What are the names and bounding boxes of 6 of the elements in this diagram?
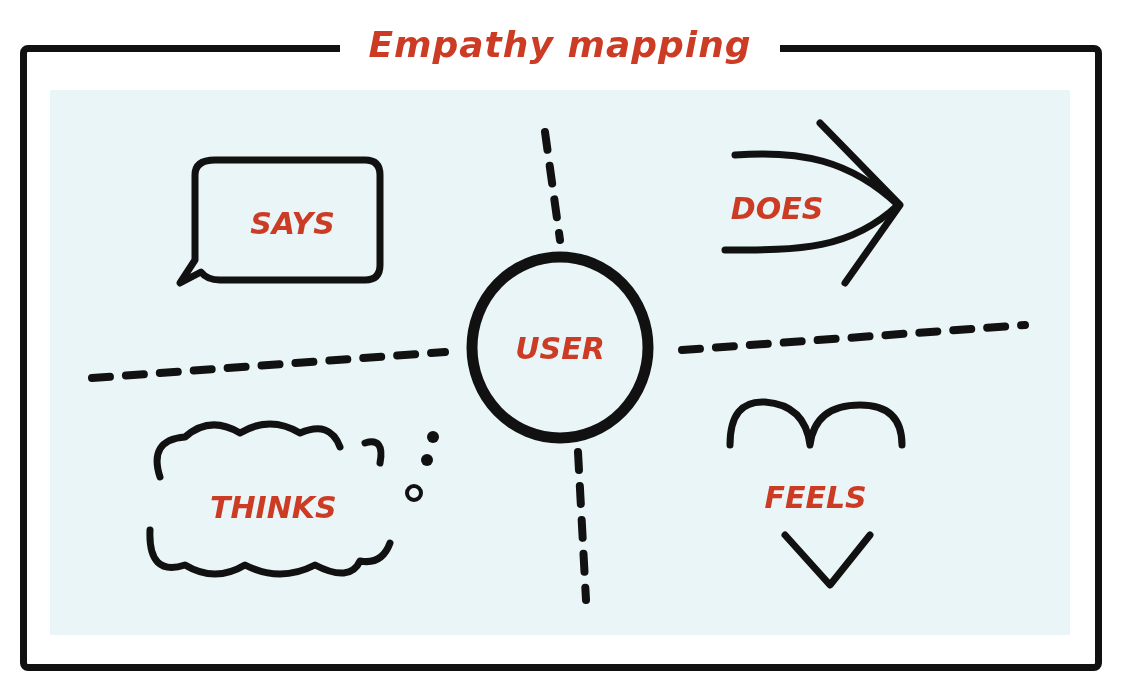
- user-circle: [465, 250, 655, 445]
- node-label: FEELS: [764, 479, 867, 515]
- node-label: THINKS: [209, 489, 337, 525]
- node-label: DOES: [730, 190, 824, 226]
- node-label: USER: [515, 330, 605, 365]
- node-label: SAYS: [250, 205, 335, 241]
